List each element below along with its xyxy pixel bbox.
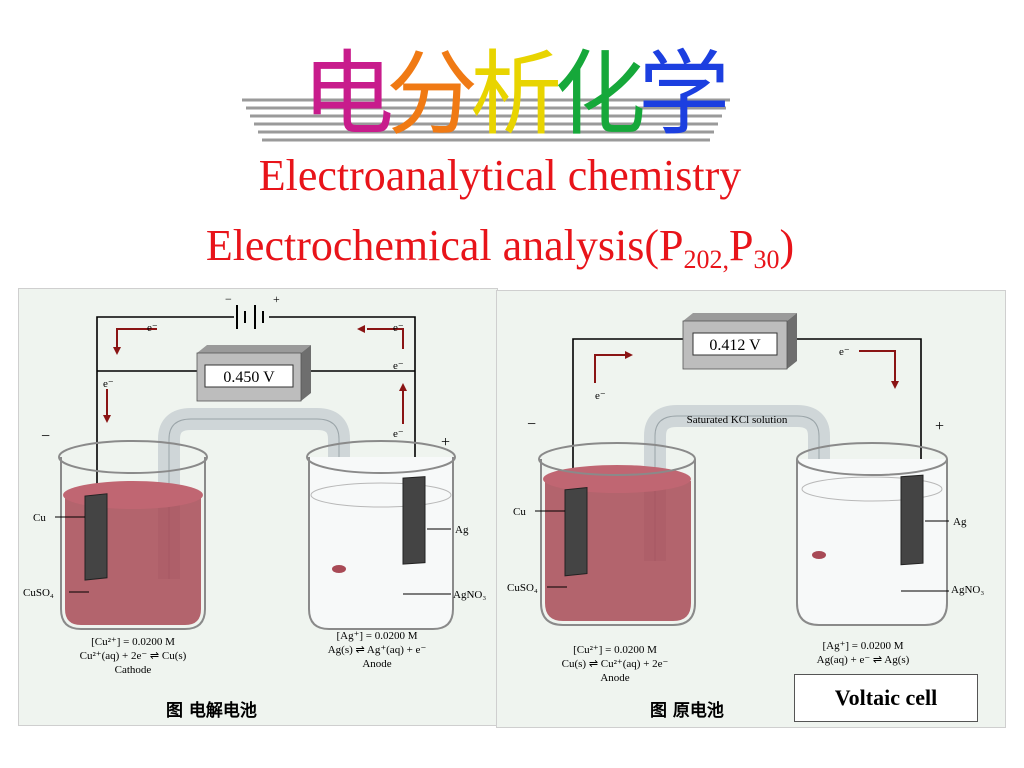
chinese-title: 电 分 析 化 学 xyxy=(242,44,730,146)
electron-label-3: e⁻ xyxy=(393,360,404,372)
cathode-concentration: [Cu²⁺] = 0.0200 M xyxy=(91,636,175,648)
voltmeter-icon xyxy=(196,345,311,402)
title-char-5: 学 xyxy=(638,44,730,146)
subtitle-page-1: 202, xyxy=(683,245,730,274)
anode-reaction: Ag(s) ⇌ Ag⁺(aq) + e⁻ xyxy=(328,644,427,656)
agno3-beaker xyxy=(306,440,456,630)
anode-name: Anode xyxy=(600,672,629,684)
label-agno3: AgNO₃ xyxy=(453,589,486,601)
caption-electrolytic: 图 电解电池 xyxy=(166,701,257,721)
subtitle-electrochemical: Electrochemical analysis(P202,P30) xyxy=(0,220,1000,286)
voltaic-cell-panel: 0.412 V e⁻ e⁻ − + Saturated KCl solution xyxy=(496,290,1006,728)
title-char-4: 化 xyxy=(554,44,646,146)
anode-reaction: Cu(s) ⇌ Cu²⁺(aq) + 2e⁻ xyxy=(562,658,669,670)
ag-electrode xyxy=(900,474,924,566)
electron-label-5: e⁻ xyxy=(393,322,404,334)
voltaic-cell-label: Voltaic cell xyxy=(794,674,978,722)
positive-terminal: + xyxy=(935,418,944,435)
ag-electrode xyxy=(402,476,426,565)
cathode-reaction: Ag(aq) + e⁻ ⇌ Ag(s) xyxy=(817,654,910,666)
label-cuso4: CuSO₄ xyxy=(507,582,538,594)
electrolytic-cell-panel: − + 0.450 V e⁻ e⁻ e⁻ e⁻ e⁻ − + xyxy=(18,288,498,726)
title-char-1: 电 xyxy=(302,44,394,146)
negative-terminal: − xyxy=(41,428,50,445)
anode-name: Anode xyxy=(362,658,391,670)
negative-terminal: − xyxy=(527,416,536,433)
cu-electrode xyxy=(84,493,108,581)
title-char-2: 分 xyxy=(386,44,478,146)
electron-label-1: e⁻ xyxy=(595,390,606,402)
agno3-beaker xyxy=(796,442,948,626)
positive-terminal: + xyxy=(441,434,450,451)
title-shadow xyxy=(242,98,730,142)
subtitle-end: ) xyxy=(779,221,795,270)
label-cu: Cu xyxy=(33,512,46,524)
voltmeter-icon xyxy=(682,313,797,370)
title-char-3: 析 xyxy=(470,44,562,146)
label-cu: Cu xyxy=(513,506,526,518)
label-cuso4: CuSO₄ xyxy=(23,587,54,599)
caption-voltaic: 图 原电池 xyxy=(650,701,724,721)
voltmeter-reading: 0.412 V xyxy=(709,337,761,354)
voltmeter-reading: 0.450 V xyxy=(223,369,275,386)
voltaic-cell-diagram: 0.412 V e⁻ e⁻ − + Saturated KCl solution xyxy=(507,313,984,684)
subtitle-electroanalytical: Electroanalytical chemistry xyxy=(258,151,742,200)
electrolytic-cell-diagram: − + 0.450 V e⁻ e⁻ e⁻ e⁻ e⁻ − + xyxy=(23,292,486,676)
battery-plus: + xyxy=(273,292,280,306)
label-ag: Ag xyxy=(953,516,967,528)
battery-minus: − xyxy=(225,292,232,306)
electron-label-2: e⁻ xyxy=(839,346,850,358)
salt-bridge-label: Saturated KCl solution xyxy=(687,414,788,426)
cathode-reaction: Cu²⁺(aq) + 2e⁻ ⇌ Cu(s) xyxy=(80,650,187,662)
anode-concentration: [Ag⁺] = 0.0200 M xyxy=(336,630,417,642)
cu-electrode xyxy=(564,486,588,577)
cathode-name: Cathode xyxy=(115,664,152,676)
label-ag: Ag xyxy=(455,524,469,536)
battery-icon xyxy=(236,305,264,329)
subtitle-p: P xyxy=(729,221,754,270)
label-agno3: AgNO₃ xyxy=(951,584,984,596)
cathode-concentration: [Ag⁺] = 0.0200 M xyxy=(822,640,903,652)
anode-concentration: [Cu²⁺] = 0.0200 M xyxy=(573,644,657,656)
electron-label-4: e⁻ xyxy=(393,428,404,440)
cuso4-beaker xyxy=(538,442,696,626)
subtitle-main: Electrochemical analysis(P xyxy=(205,221,684,270)
electron-label-2: e⁻ xyxy=(103,378,114,390)
electron-label-1: e⁻ xyxy=(147,322,158,334)
cuso4-beaker xyxy=(58,440,208,630)
subtitle-page-2: 30 xyxy=(753,245,780,274)
